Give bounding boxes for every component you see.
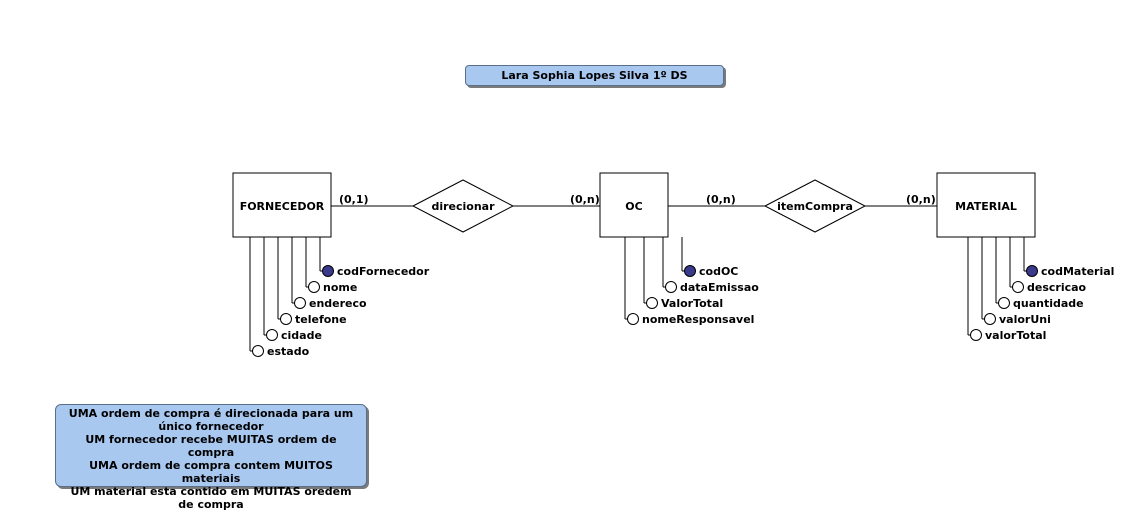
- entity-oc-label: OC: [625, 200, 642, 213]
- entity-fornecedor[interactable]: [232, 172, 332, 238]
- attribute-codoc: codOC: [699, 265, 738, 278]
- attribute-marker: [252, 345, 264, 357]
- primary-key-marker: [322, 265, 334, 277]
- attribute-nome: nome: [323, 281, 357, 294]
- cardinality-oc-direcionar: (0,n): [570, 193, 600, 206]
- attribute-marker: [970, 329, 982, 341]
- attribute-marker: [266, 329, 278, 341]
- cardinality-oc-itemcompra: (0,n): [706, 193, 736, 206]
- attribute-marker: [280, 313, 292, 325]
- attribute-codmaterial: codMaterial: [1041, 265, 1114, 278]
- attribute-codfornecedor: codFornecedor: [337, 265, 430, 278]
- primary-key-marker: [684, 265, 696, 277]
- attribute-valortotal: ValorTotal: [661, 297, 723, 310]
- attribute-quantidade: quantidade: [1013, 297, 1084, 310]
- note-line: UM material esta contido em MUITAS orede…: [70, 485, 352, 511]
- entity-material-label: MATERIAL: [955, 200, 1017, 213]
- attribute-marker: [646, 297, 658, 309]
- attribute-marker: [294, 297, 306, 309]
- attribute-telefone: telefone: [295, 313, 347, 326]
- business-rules-note: UMA ordem de compra é direcionada para u…: [55, 404, 367, 511]
- attribute-nomeresponsavel: nomeResponsavel: [642, 313, 754, 326]
- attribute-marker: [984, 313, 996, 325]
- relationship-itemcompra-label: itemCompra: [777, 200, 853, 213]
- entity-oc[interactable]: [599, 172, 669, 238]
- attribute-marker: [308, 281, 320, 293]
- attribute-dataemissao: dataEmissao: [680, 281, 759, 294]
- er-diagram: FORNECEDOR OC MATERIAL direcionar itemCo…: [232, 172, 1114, 358]
- cardinality-material-itemcompra: (0,n): [906, 193, 936, 206]
- attribute-estado: estado: [267, 345, 310, 358]
- attribute-marker: [665, 281, 677, 293]
- attributes-fornecedor: codFornecedor nome endereco telefone cidade e…: [249, 237, 430, 358]
- attribute-cidade: cidade: [281, 329, 322, 342]
- diagram-title: Lara Sophia Lopes Silva 1º DS: [465, 65, 724, 86]
- attribute-descricao: descricao: [1027, 281, 1087, 294]
- attribute-endereco: endereco: [309, 297, 367, 310]
- entity-fornecedor-label: FORNECEDOR: [240, 200, 325, 213]
- relationship-direcionar-label: direcionar: [431, 200, 495, 213]
- cardinality-fornecedor-direcionar: (0,1): [339, 193, 369, 206]
- attribute-marker: [1012, 281, 1024, 293]
- note-line: UM fornecedor recebe MUITAS ordem de com…: [85, 433, 337, 459]
- relationship-itemcompra[interactable]: [763, 179, 867, 233]
- attribute-valoruni: valorUni: [999, 313, 1051, 326]
- note-line: UMA ordem de compra contem MUITOS materi…: [89, 459, 333, 485]
- attributes-material: codMaterial descricao quantidade valorUni va…: [967, 237, 1114, 342]
- entity-material[interactable]: [936, 172, 1036, 238]
- note-line: UMA ordem de compra é direcionada para u…: [68, 407, 354, 433]
- primary-key-marker: [1026, 265, 1038, 277]
- attribute-marker: [998, 297, 1010, 309]
- relationship-direcionar[interactable]: [411, 179, 515, 233]
- attribute-marker: [627, 313, 639, 325]
- attribute-valortotal: valorTotal: [985, 329, 1046, 342]
